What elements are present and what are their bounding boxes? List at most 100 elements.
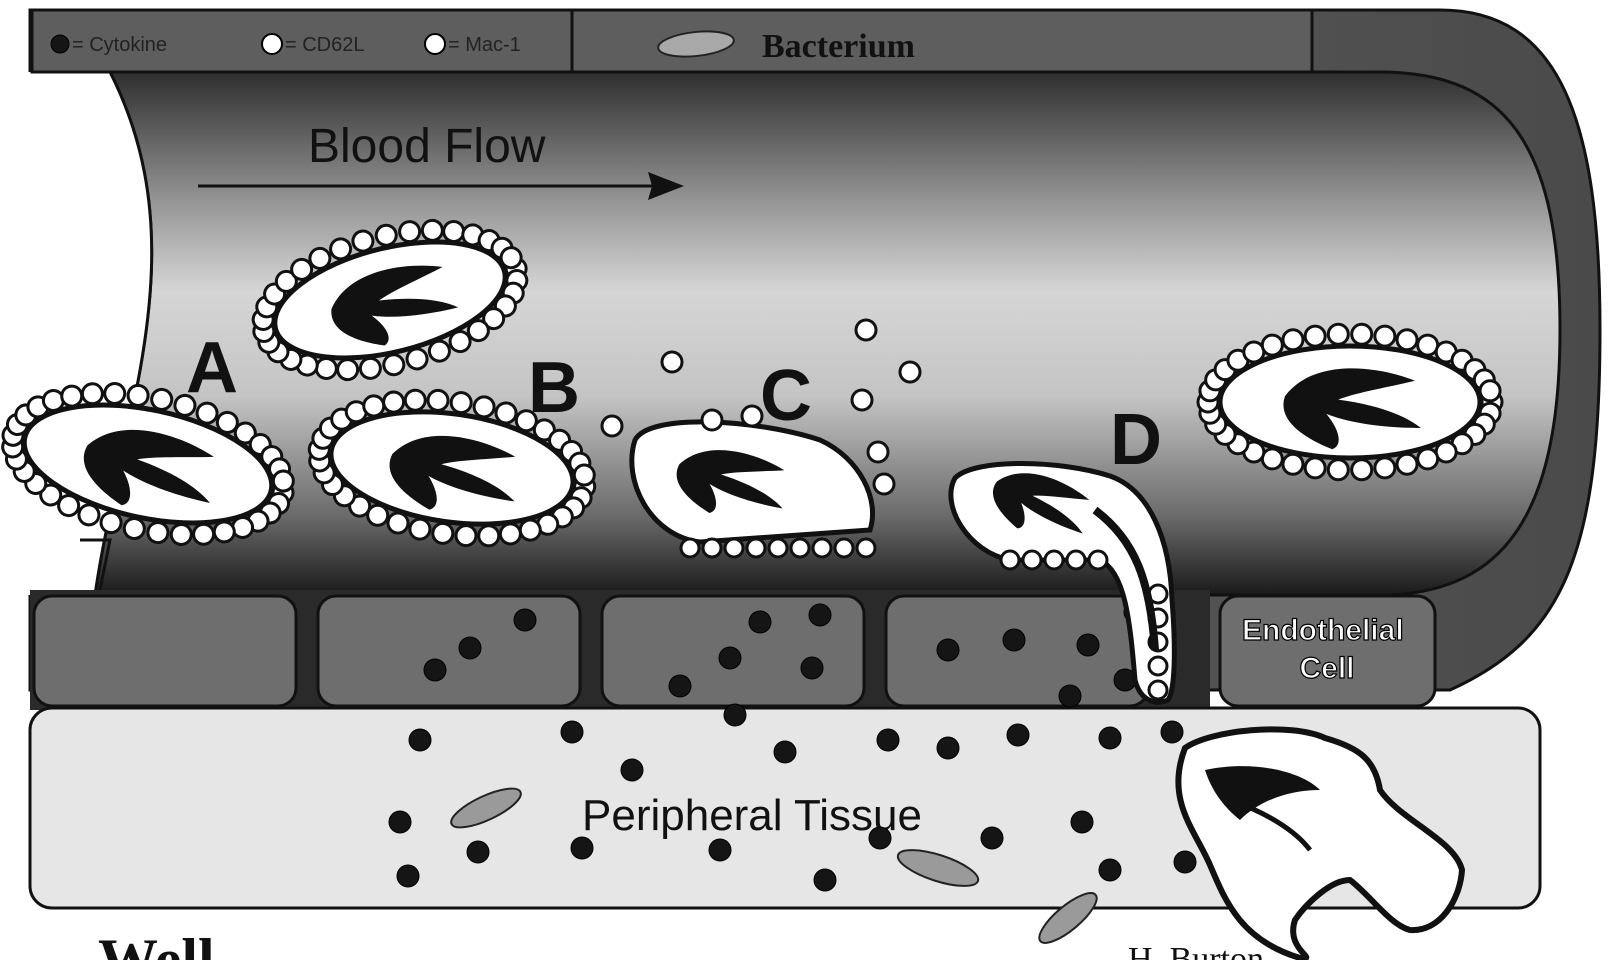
receptor [499,523,522,546]
receptor [835,539,853,557]
cytokine [1059,685,1081,707]
receptor [455,524,478,547]
stage-c-label: C [760,356,812,436]
legend-bar: = Cytokine = CD62L = Mac-1 Bacterium [32,10,1312,72]
receptor [473,396,496,419]
shed-receptor [702,410,722,430]
receptor [1001,551,1019,569]
receptor [1352,324,1372,344]
receptor [477,525,500,548]
receptor [1418,335,1438,355]
shed-receptor [852,390,872,410]
cytokine [937,639,959,661]
cytokine [467,841,489,863]
cytokine [389,811,411,833]
cytokine-legend-icon [51,35,69,53]
legend-mac1: = Mac-1 [448,34,521,56]
shed-receptor [742,406,762,426]
cytokine [621,759,643,781]
receptor [681,539,699,557]
cytokine [1174,851,1196,873]
shed-receptor [662,352,682,372]
receptor [813,539,831,557]
shed-receptor [874,474,894,494]
mac1-legend-icon [425,34,445,54]
shed-receptor [602,416,622,436]
cytokine [409,729,431,751]
receptor [409,518,432,541]
cytokine [809,604,831,626]
cytokine [937,737,959,759]
cytokine [724,704,746,726]
legend-bacterium: Bacterium [762,28,915,65]
receptor [1328,460,1348,480]
receptor [1305,458,1325,478]
receptor [1375,326,1395,346]
receptor [1397,330,1417,350]
cytokine [1071,811,1093,833]
receptor [857,539,875,557]
cytokine [981,827,1003,849]
endothelial-line-1: Endothelial [1242,614,1404,647]
receptor [703,539,721,557]
legend-cytokine: = Cytokine [72,34,167,56]
cytokine [1099,727,1121,749]
receptor [1089,551,1107,569]
receptor [1418,449,1438,469]
cytokine [424,659,446,681]
cytokine [749,611,771,633]
cytokine [869,827,891,849]
receptor [1305,326,1325,346]
receptor [427,389,450,412]
receptor [1397,454,1417,474]
receptor [769,539,787,557]
cytokine [561,721,583,743]
cytokine [1003,629,1025,651]
receptor [725,539,743,557]
receptor [1262,335,1282,355]
cytokine [1007,724,1029,746]
credit-partial: H. Burton [1128,941,1264,960]
endothelial-cell-1 [34,596,296,706]
cytokine [801,657,823,679]
stage-a-label: A [186,328,238,408]
endothelial-line-2: Cell [1299,652,1354,685]
cytokine [709,839,731,861]
cd62l-legend-icon [262,34,282,54]
shed-receptor [900,362,920,382]
cytokine [719,647,741,669]
receptor [1149,681,1167,699]
cytokine [877,729,899,751]
cytokine [1099,859,1121,881]
endothelial-cell-5 [1220,596,1435,706]
receptor [747,539,765,557]
receptor [1480,381,1500,401]
receptor [791,539,809,557]
stage-d-label: D [1110,400,1162,480]
receptor [1067,551,1085,569]
cytokine [814,869,836,891]
shed-receptor [856,320,876,340]
cytokine [571,837,593,859]
receptor [1328,324,1348,344]
cytokine [1077,634,1099,656]
receptor [1149,657,1167,675]
receptor [404,389,427,412]
blood-flow-label: Blood Flow [308,120,546,173]
receptor [1262,449,1282,469]
receptor [450,391,473,414]
cytokine [459,637,481,659]
receptor [432,522,455,545]
receptor [573,464,596,487]
footer-title-partial: Well [98,927,215,960]
receptor [1283,330,1303,350]
receptor [1023,551,1041,569]
shed-receptor [868,442,888,462]
legend-cd62l: = CD62L [285,34,365,56]
receptor [1375,458,1395,478]
cytokine [1161,721,1183,743]
cytokine [514,609,536,631]
cytokine [669,675,691,697]
cytokine [397,865,419,887]
